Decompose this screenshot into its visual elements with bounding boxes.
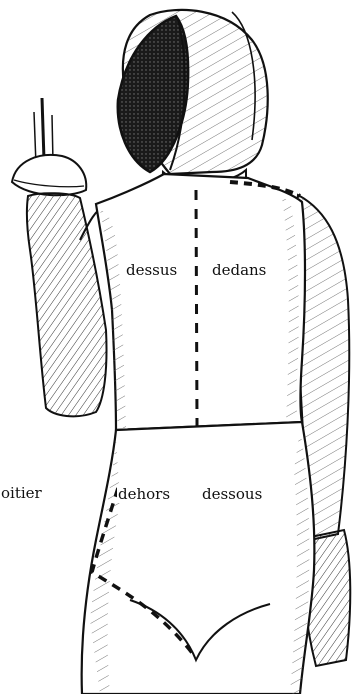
label-left-partial: oitier [0,484,43,502]
label-dessus: dessus [125,261,178,279]
sword-arm [12,98,107,416]
bell-guard-icon [12,155,86,195]
label-dedans: dedans [211,261,267,279]
jacket [96,174,305,430]
label-dehors: dehors [117,485,171,503]
mask-icon [118,10,268,174]
label-dessous: dessous [201,485,263,503]
